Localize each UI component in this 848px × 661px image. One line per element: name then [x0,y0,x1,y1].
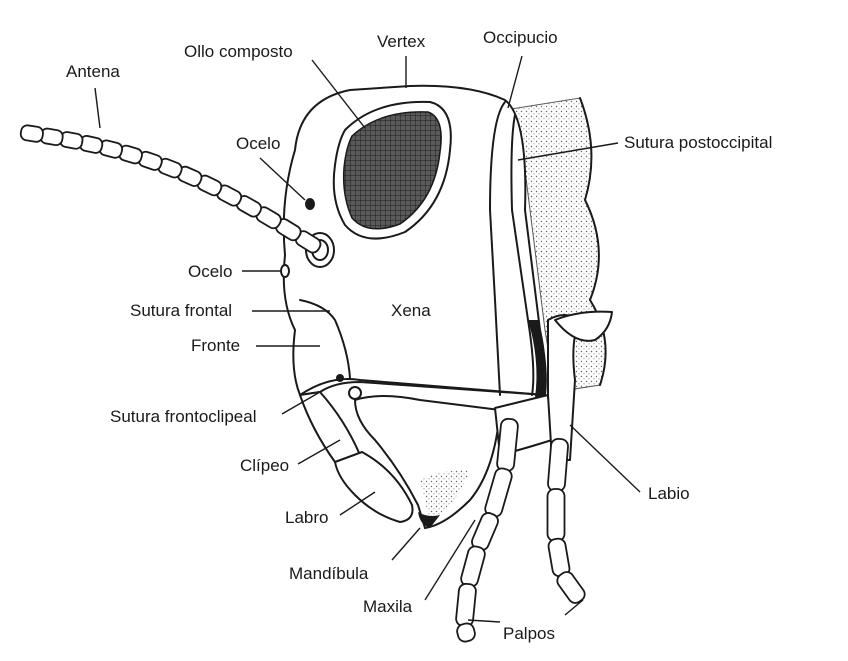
maxillary-palp-segment [484,467,513,518]
label-sutura-postoccipital: Sutura postoccipital [624,133,773,152]
label-mandibula: Mandíbula [289,564,369,583]
label-vertex: Vertex [377,32,426,51]
labial-palp-segment [547,437,569,493]
mandible [353,395,502,530]
leader-lines [94,55,641,623]
label-labio: Labio [648,484,690,503]
label-clipeo: Clípeo [240,456,290,475]
label-fronte: Fronte [191,336,241,355]
label-antena: Antena [66,62,120,81]
label-labro: Labro [285,508,329,527]
labrum [334,451,414,523]
suture-pit-2 [348,386,362,400]
label-ocelo-top: Ocelo [236,134,281,153]
postoccipital-band [489,101,506,396]
antenna [19,124,322,254]
labial-palp [546,437,586,604]
labial-palp-segment [546,488,566,542]
dark-edge [528,320,546,398]
frontal-suture-line [299,299,351,379]
label-occipucio: Occipucio [483,28,558,47]
mandible-stipple [420,470,470,522]
label-sutura-frontal: Sutura frontal [130,301,233,320]
label-sutura-frontoclipeal: Sutura frontoclipeal [110,407,257,426]
labial-palp-segment [556,571,586,604]
label-palpos: Palpos [503,624,555,643]
compound-eye-facets [342,111,442,230]
frontoclypeal-suture [299,378,546,396]
clypeus [299,391,361,463]
labium-lobe [554,310,613,342]
label-ollo-composto: Ollo composto [184,42,293,61]
suture-pit [336,374,344,382]
maxillary-palp-segment [460,545,486,588]
postoccipital-band-inner [510,114,535,396]
antenna-segment [19,124,44,143]
label-xena: Xena [391,301,431,320]
ocellus-side [280,264,290,278]
maxillary-palp [455,417,519,643]
label-ocelo-side: Ocelo [188,262,233,281]
maxillary-palp-segment [456,622,476,643]
ocellus-top [305,198,315,210]
mandible-tip [418,512,440,528]
label-maxila: Maxila [363,597,413,616]
